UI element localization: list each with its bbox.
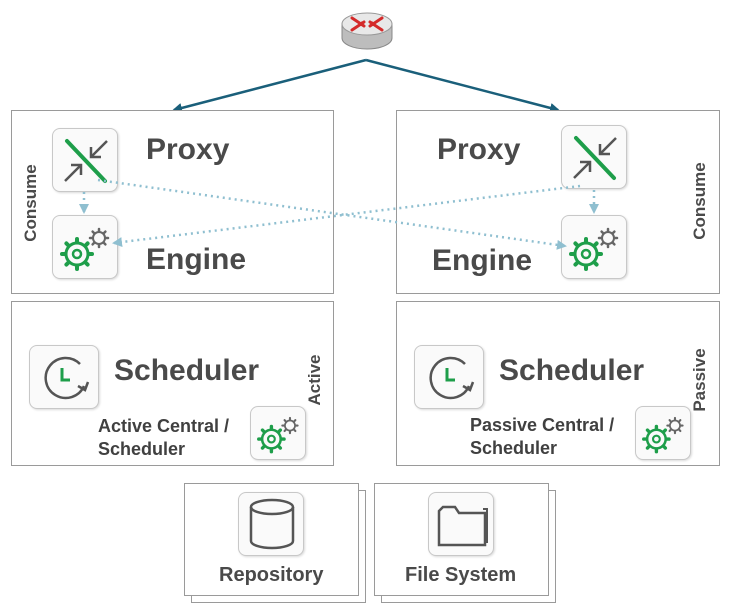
left-engine-title: Engine xyxy=(146,243,247,276)
right-engine-tile xyxy=(561,215,627,279)
repository-node: Repository xyxy=(184,483,359,596)
file-system-node: File System xyxy=(374,483,549,596)
gear-icon xyxy=(642,416,684,454)
clock-icon xyxy=(429,356,475,400)
right-scheduler-title: Scheduler xyxy=(499,354,645,387)
proxy-icon xyxy=(573,136,617,180)
left-proxy-engine-node: Consume xyxy=(11,110,334,294)
left-scheduler-node: Scheduler Active Central / Scheduler xyxy=(11,301,334,466)
left-scheduler-tile xyxy=(29,345,99,409)
left-proxy-title: Proxy xyxy=(146,133,230,166)
proxy-icon xyxy=(64,139,108,183)
folder-icon xyxy=(437,505,488,547)
right-scheduler-caption-2: Scheduler xyxy=(470,438,558,458)
right-scheduler-tile xyxy=(414,345,484,409)
gear-icon xyxy=(257,416,299,454)
left-active-label: Active xyxy=(305,354,324,406)
left-proxy-tile xyxy=(52,128,118,192)
left-engine-tile xyxy=(52,215,118,279)
file-system-label: File System xyxy=(405,564,517,586)
database-icon xyxy=(249,498,295,550)
left-scheduler-caption-1: Active Central / xyxy=(98,416,230,436)
right-passive-label: Passive xyxy=(690,348,709,412)
right-proxy-engine-node: Proxy Engine xyxy=(396,110,720,294)
right-consume-label: Consume xyxy=(690,162,709,240)
left-scheduler-title: Scheduler xyxy=(114,354,260,387)
repository-tile xyxy=(238,492,304,556)
router-to-left-proxy-arrow xyxy=(172,58,367,113)
router-to-right-proxy-arrow xyxy=(365,58,560,113)
right-proxy-tile xyxy=(561,125,627,189)
repository-label: Repository xyxy=(219,564,324,586)
gear-icon xyxy=(569,227,619,271)
right-scheduler-node: Scheduler Passive Central / Scheduler xyxy=(396,301,720,466)
left-consume-label: Consume xyxy=(21,164,40,242)
file-system-tile xyxy=(428,492,494,556)
router-icon xyxy=(341,12,393,50)
right-scheduler-caption-1: Passive Central / xyxy=(470,415,615,435)
right-engine-title: Engine xyxy=(432,244,533,277)
clock-icon xyxy=(44,356,90,400)
right-scheduler-engine-tile xyxy=(635,406,691,460)
right-proxy-title: Proxy xyxy=(437,133,521,166)
gear-icon xyxy=(60,227,110,271)
left-scheduler-caption-2: Scheduler xyxy=(98,439,186,459)
left-scheduler-engine-tile xyxy=(250,406,306,460)
